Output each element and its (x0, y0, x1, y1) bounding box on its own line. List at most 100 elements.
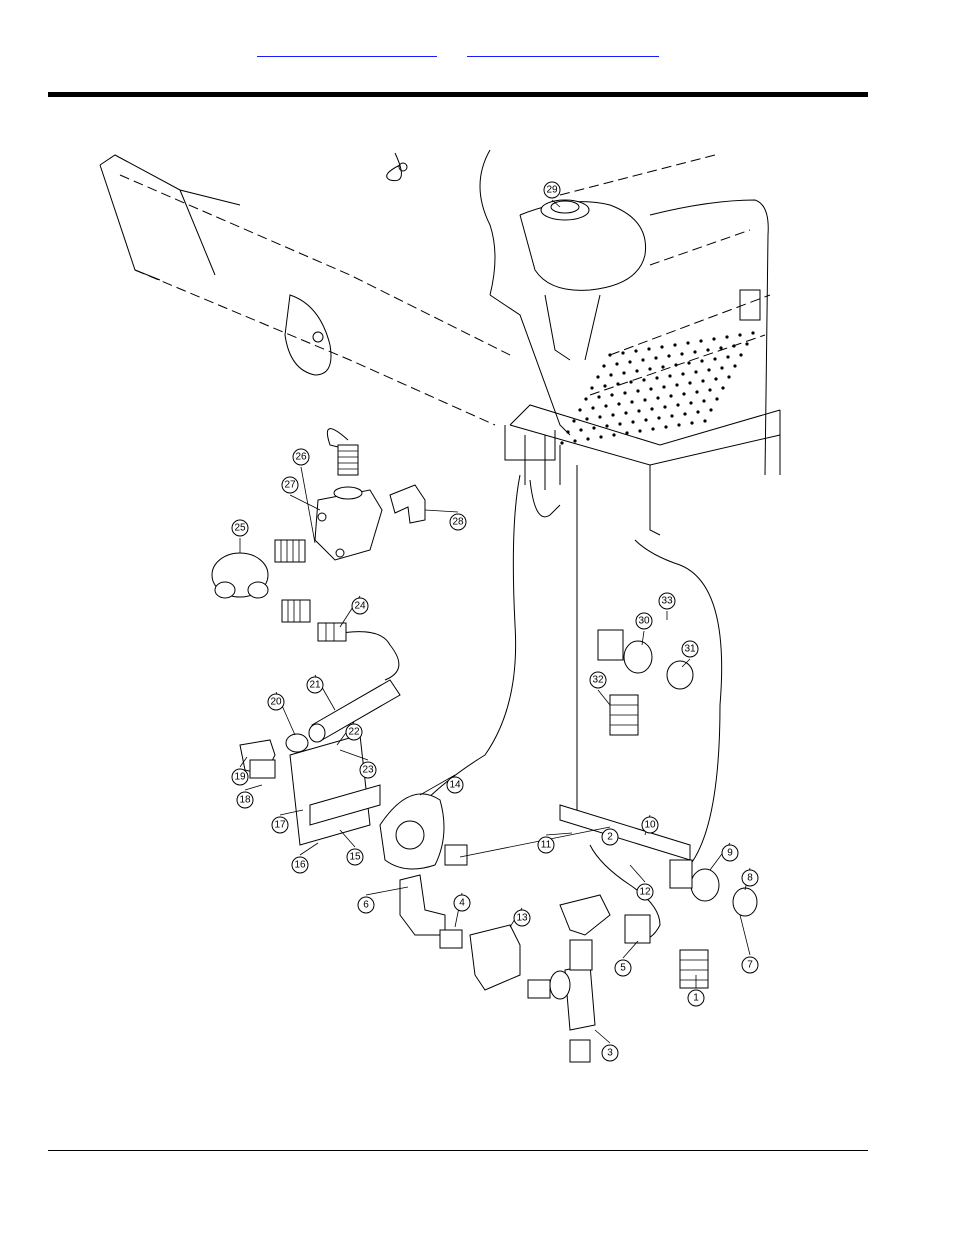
svg-text:31: 31 (684, 644, 696, 655)
callout-12: 12 (637, 884, 653, 900)
perforation-dot (631, 420, 634, 423)
part-13-strainer (470, 925, 520, 990)
svg-text:7: 7 (747, 960, 753, 971)
callout-7: 7 (742, 957, 758, 973)
perforation-dot (605, 424, 608, 427)
callout-leader-27 (290, 495, 320, 510)
svg-text:21: 21 (309, 680, 321, 691)
perforation-dot (675, 383, 678, 386)
callout-4: 4 (454, 895, 470, 911)
perforation-dot (654, 356, 657, 359)
part-9-coupler (670, 860, 719, 901)
svg-text:4: 4 (459, 898, 465, 909)
exploded-parts-diagram: 1234567891011121314151617181920212223242… (90, 145, 800, 1085)
perforation-dot (660, 345, 663, 348)
machine-frame (100, 150, 780, 535)
perforation-dot (603, 384, 606, 387)
perforation-dot (592, 426, 595, 429)
svg-text:11: 11 (541, 840, 552, 851)
part-10-bracket (560, 805, 690, 860)
callout-leader-11 (546, 833, 572, 835)
perforation-dot (624, 411, 627, 414)
perforation-dot (628, 360, 631, 363)
callout-29: 29 (544, 182, 560, 198)
top-link-left[interactable] (257, 40, 437, 57)
header-rule (48, 92, 868, 97)
perforation-dot (573, 439, 576, 442)
callout-21: 21 (307, 677, 323, 693)
perforation-dot (676, 403, 679, 406)
callout-14: 14 (447, 777, 463, 793)
footer-rule (48, 1150, 868, 1151)
perforation-dot (739, 353, 742, 356)
perforation-dot (677, 423, 680, 426)
callout-23: 23 (360, 762, 376, 778)
svg-text:28: 28 (452, 517, 464, 528)
top-link-right[interactable] (467, 40, 659, 57)
perforation-dot (709, 408, 712, 411)
perforation-dot (745, 342, 748, 345)
callout-2: 2 (602, 829, 618, 845)
callout-leader-3 (595, 1030, 610, 1043)
perforation-dot (682, 392, 685, 395)
svg-text:12: 12 (639, 887, 651, 898)
svg-text:19: 19 (234, 772, 246, 783)
perforation-dot (707, 368, 710, 371)
perforation-dot (598, 415, 601, 418)
svg-text:23: 23 (362, 765, 374, 776)
svg-text:25: 25 (234, 523, 246, 534)
perforation-dot (604, 404, 607, 407)
part-26-nipple-top (338, 445, 358, 475)
callout-17: 17 (272, 817, 288, 833)
perforation-dot (673, 343, 676, 346)
callout-5: 5 (615, 960, 631, 976)
callout-leader-15 (340, 830, 355, 847)
perforation-dot (681, 372, 684, 375)
callout-26: 26 (293, 449, 309, 465)
perforation-dot (664, 425, 667, 428)
perforation-dot (663, 405, 666, 408)
svg-text:17: 17 (274, 820, 286, 831)
callout-31: 31 (682, 641, 698, 657)
perforation-dot (680, 352, 683, 355)
perforation-dot (636, 389, 639, 392)
callout-24: 24 (352, 598, 368, 614)
callout-leader-18 (245, 785, 262, 790)
perforation-dot (661, 365, 664, 368)
perforation-dot (700, 359, 703, 362)
svg-text:13: 13 (516, 913, 528, 924)
part-4-nipple-b (528, 980, 550, 998)
perforation-dot (695, 390, 698, 393)
svg-text:9: 9 (727, 848, 733, 859)
perforation-dot (623, 391, 626, 394)
perforation-dot (667, 354, 670, 357)
svg-text:18: 18 (239, 795, 251, 806)
svg-text:10: 10 (644, 820, 656, 831)
perforation-dot (733, 364, 736, 367)
callout-15: 15 (347, 849, 363, 865)
part-5-adapter (282, 600, 310, 622)
callout-6: 6 (358, 897, 374, 913)
svg-text:16: 16 (294, 860, 306, 871)
perforation-dot (638, 429, 641, 432)
part-29-filler (541, 200, 589, 220)
callout-10: 10 (642, 817, 658, 833)
perforation-dot (650, 407, 653, 410)
part-26-nipple (275, 540, 305, 562)
perforation-dot (635, 369, 638, 372)
part-28-elbow (390, 485, 425, 523)
part-4-nipple-c (570, 940, 592, 970)
perforation-dot (690, 421, 693, 424)
part-6-elbow-b (560, 895, 610, 935)
part-2-plug (445, 845, 467, 865)
perforation-dot (584, 397, 587, 400)
part-20-clamp (286, 734, 308, 752)
callout-32: 32 (590, 672, 606, 688)
perforation-dot (622, 371, 625, 374)
svg-text:27: 27 (284, 480, 296, 491)
perforation-dot (642, 378, 645, 381)
callout-28: 28 (450, 514, 466, 530)
callout-11: 11 (538, 837, 554, 853)
svg-text:3: 3 (607, 1048, 613, 1059)
svg-text:32: 32 (592, 675, 604, 686)
